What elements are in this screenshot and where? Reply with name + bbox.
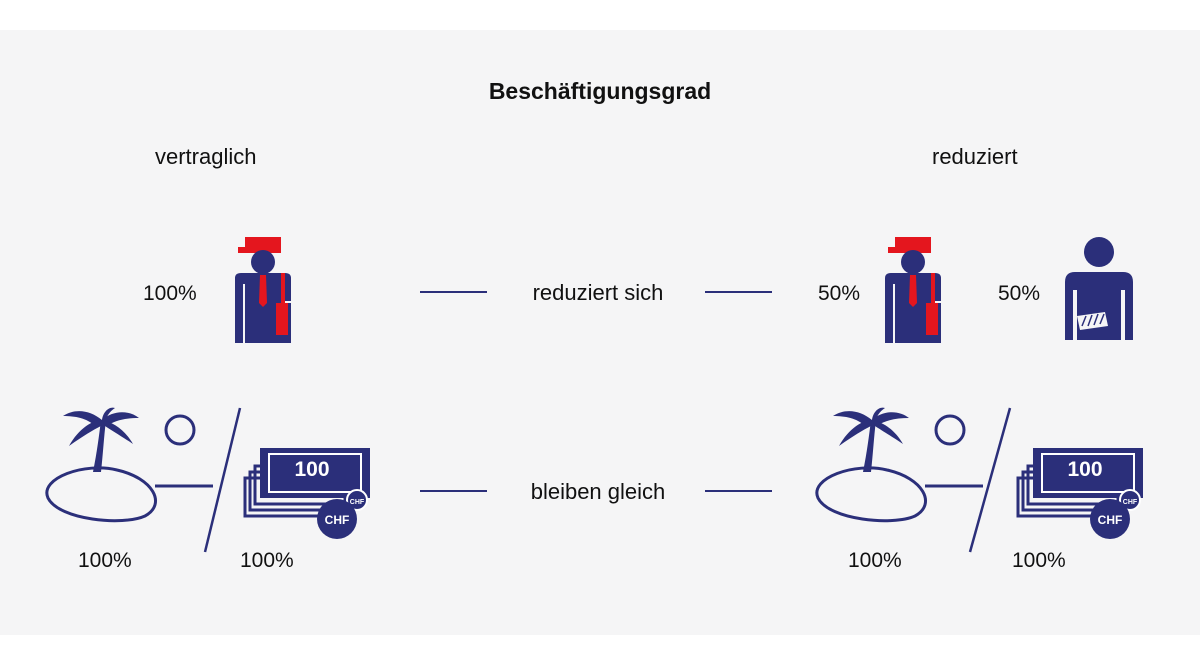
svg-text:CHF: CHF xyxy=(350,499,365,506)
divider-slash xyxy=(968,407,1012,553)
injured-person-icon xyxy=(1065,237,1133,340)
svg-text:100: 100 xyxy=(1067,458,1102,481)
chf-coin-icon: CHF xyxy=(325,513,350,527)
banknote-icon: 100 CHF CHF xyxy=(1016,446,1145,541)
reduced-work-percent: 50% xyxy=(818,282,861,305)
worker-icon xyxy=(885,237,941,343)
svg-text:CHF: CHF xyxy=(1123,499,1138,506)
diagram-panel xyxy=(0,30,1200,635)
reduced-salary-percent: 100% xyxy=(1012,549,1066,572)
incapacity-percent: 50% xyxy=(998,282,1041,305)
island-icon xyxy=(45,406,215,523)
divider-slash xyxy=(203,407,242,553)
svg-text:100: 100 xyxy=(294,458,329,481)
worker-icon xyxy=(235,237,291,343)
contractual-vacation-percent: 100% xyxy=(78,549,132,572)
chf-coin-icon: CHF xyxy=(1098,513,1123,527)
column-heading-contractual: vertraglich xyxy=(155,144,257,169)
reduced-vacation-percent: 100% xyxy=(848,549,902,572)
island-icon xyxy=(815,406,985,523)
contractual-salary-percent: 100% xyxy=(240,549,294,572)
work-row-label: reduziert sich xyxy=(532,280,664,305)
banknote-icon: 100 CHF CHF xyxy=(243,446,372,541)
benefits-row-label: bleiben gleich xyxy=(530,479,666,504)
diagram-title: Beschäftigungsgrad xyxy=(488,78,712,104)
column-heading-reduced: reduziert xyxy=(932,144,1018,169)
contractual-work-percent: 100% xyxy=(143,282,197,305)
